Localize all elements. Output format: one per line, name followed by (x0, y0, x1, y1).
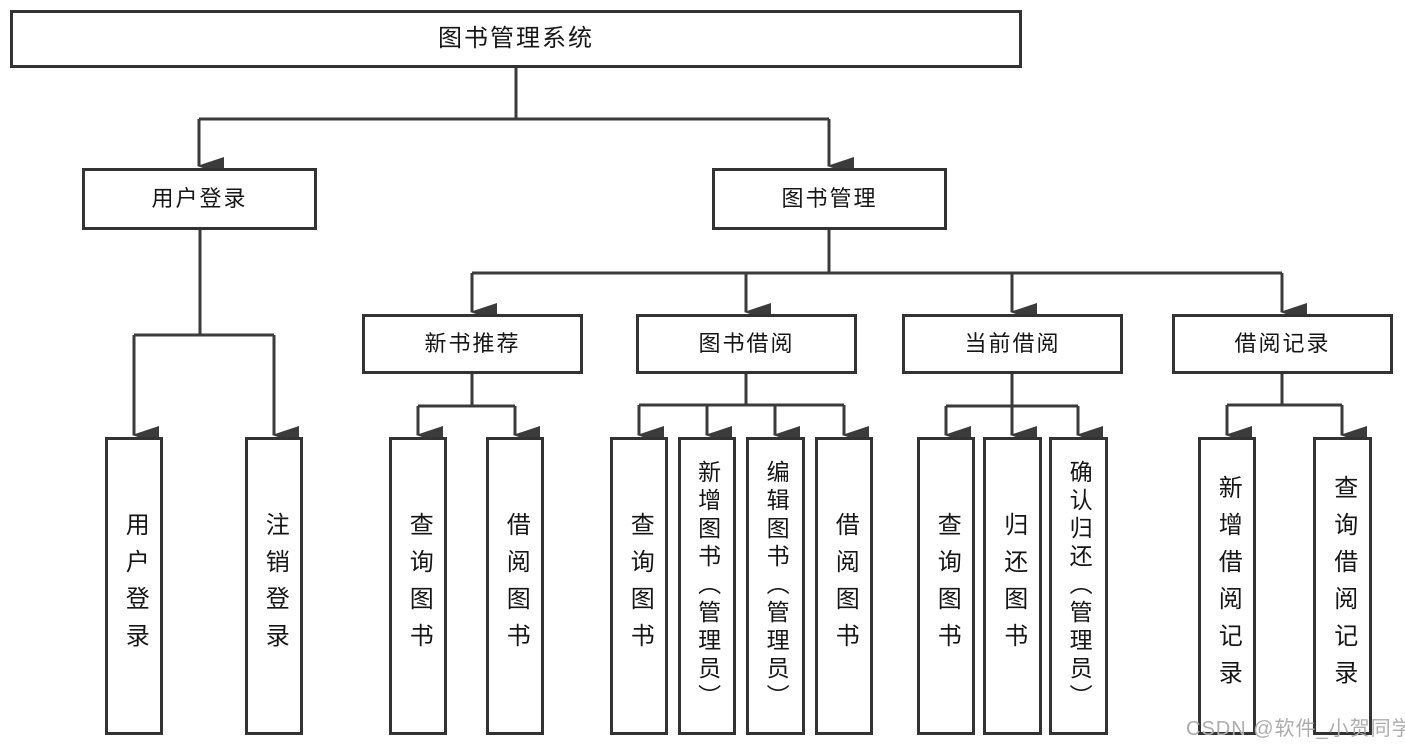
leaf-record-query-borrow-record: 查询借阅记录 (1313, 437, 1372, 735)
node-book-borrow: 图书借阅 (636, 314, 857, 374)
leaf-borrow-borrow-book: 借阅图书 (815, 437, 873, 735)
leaf-current-return-book: 归还图书 (983, 437, 1042, 735)
leaf-record-add-borrow-record: 新增借阅记录 (1198, 437, 1256, 735)
leaf-user-login: 用户登录 (105, 437, 163, 735)
node-user-login: 用户登录 (82, 168, 317, 230)
node-new-book-recommend: 新书推荐 (362, 314, 583, 374)
leaf-recommend-query-book: 查询图书 (389, 437, 447, 735)
leaf-current-query-book: 查询图书 (917, 437, 975, 735)
leaf-recommend-borrow-book: 借阅图书 (486, 437, 544, 735)
node-book-management: 图书管理 (712, 168, 947, 230)
node-current-borrow: 当前借阅 (902, 314, 1123, 374)
leaf-borrow-query-book: 查询图书 (610, 437, 668, 735)
csdn-watermark: CSDN @软件_小贺同学 (1186, 718, 1405, 740)
leaf-current-confirm-return-admin: 确认归还（管理员） (1049, 437, 1108, 735)
leaf-borrow-edit-book-admin: 编辑图书（管理员） (746, 437, 805, 735)
node-root: 图书管理系统 (10, 10, 1022, 68)
leaf-borrow-add-book-admin: 新增图书（管理员） (678, 437, 736, 735)
leaf-logout: 注销登录 (245, 437, 303, 735)
node-borrow-record: 借阅记录 (1172, 314, 1393, 374)
